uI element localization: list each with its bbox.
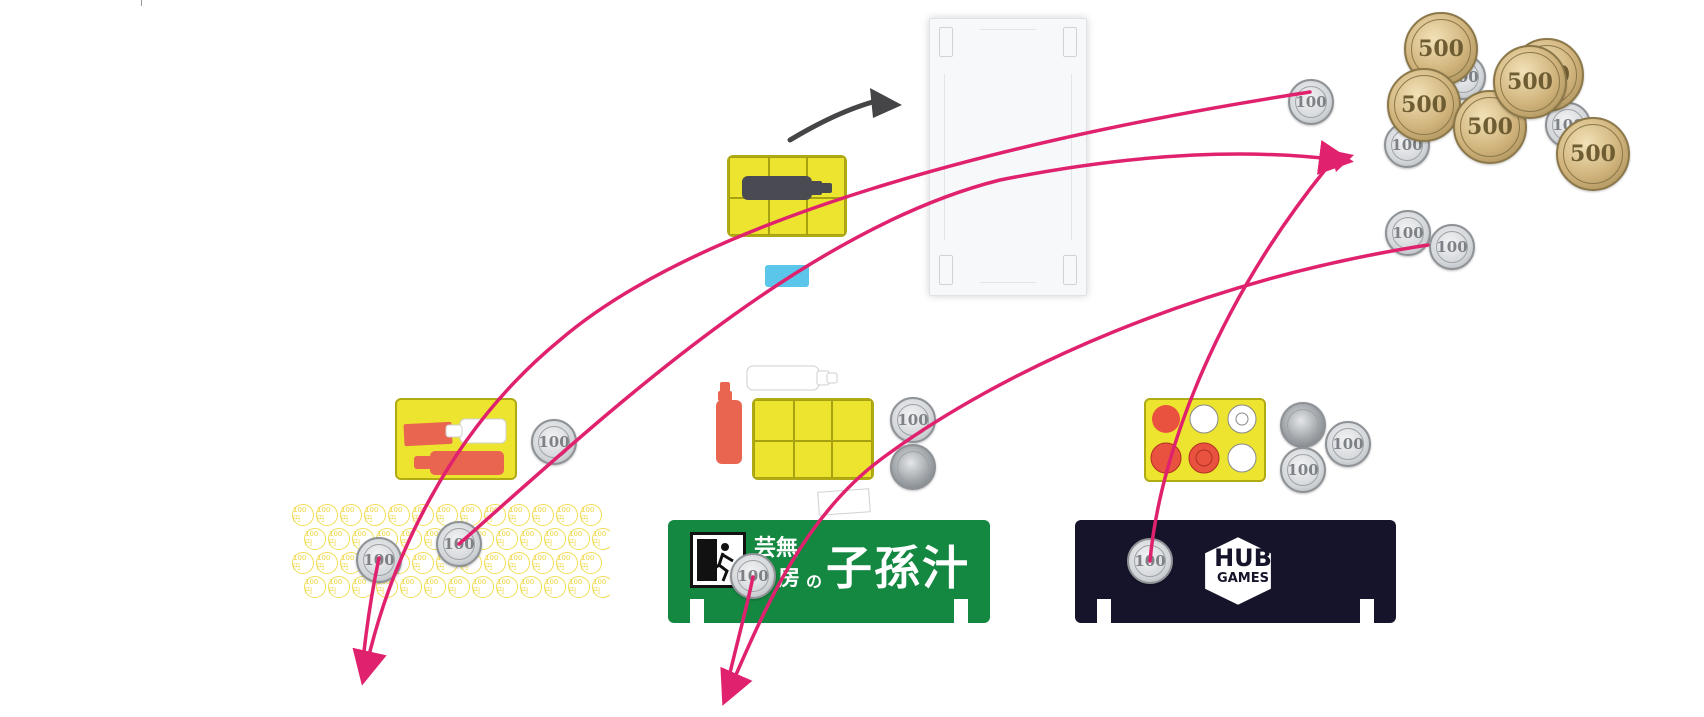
tray-cell [754,400,794,441]
pattern-coin: 100円 [556,552,578,574]
pattern-coin: 100円 [532,552,554,574]
red-bottle-standing-icon[interactable] [713,380,745,466]
pattern-coin: 100円 [412,552,434,574]
five-hundred-yen-coin[interactable]: 500 [1493,45,1567,119]
pattern-coin: 100円 [316,504,338,526]
pattern-coin: 100円 [424,576,446,598]
pattern-coin: 100円 [364,504,386,526]
hundred-yen-coin[interactable]: 100 [1288,79,1334,125]
pattern-coin: 100円 [496,528,518,550]
pattern-coin: 100円 [316,552,338,574]
white-bottle-icon[interactable] [745,363,840,393]
card-line [980,29,1036,30]
red-token[interactable] [1150,442,1182,474]
pattern-coin: 100円 [328,528,350,550]
hundred-yen-coin[interactable]: 100 [730,553,776,599]
gray-arrow [787,88,902,143]
pattern-coin: 100円 [556,504,578,526]
pattern-coin: 100円 [292,504,314,526]
hundred-yen-coin[interactable]: 100 [531,419,577,465]
hundred-yen-coin[interactable]: 100 [1325,421,1371,467]
hub-games-text: HUB GAMES [1198,546,1288,585]
pattern-coin: 100円 [592,576,610,598]
pattern-coin: 100円 [340,504,362,526]
hub-logo-word: HUB [1214,544,1272,572]
hundred-yen-coin[interactable]: 100 [1429,224,1475,270]
publisher-particle: の [806,572,823,591]
red-ring-token[interactable] [1188,442,1220,474]
banner-notch [1097,599,1111,623]
pattern-coin: 100円 [520,528,542,550]
dark-bottle-icon[interactable] [740,170,840,206]
pattern-coin: 100円 [400,528,422,550]
hundred-yen-coin[interactable]: 100 [890,397,936,443]
pattern-coin: 100円 [544,528,566,550]
card-line [1071,74,1072,240]
card-corner-mark [939,27,953,57]
card-corner-mark [939,255,953,285]
banner-notch [1360,599,1374,623]
tray-cell [832,441,872,478]
pattern-coin: 100円 [520,576,542,598]
middle-tray[interactable] [752,398,874,480]
tray-cell [794,400,832,441]
pattern-coin: 100円 [328,576,350,598]
pattern-coin: 100円 [496,576,518,598]
white-chip[interactable] [817,488,871,516]
pattern-coin: 100円 [400,576,422,598]
corner-tick [141,0,142,6]
pattern-coin: 100円 [568,576,590,598]
pattern-coin: 100円 [304,528,326,550]
pattern-coin: 100円 [292,552,314,574]
hundred-yen-coin[interactable]: 100 [436,521,482,567]
hundred-yen-coin-reverse[interactable] [890,444,936,490]
hundred-yen-coin-reverse[interactable] [1280,402,1326,448]
tray-cell [832,400,872,441]
green-publisher-banner: 芸無 房 の 子孫汁 [668,520,990,623]
hundred-yen-coin[interactable]: 100 [1127,538,1173,584]
card-line [944,74,945,240]
hundred-yen-coin[interactable]: 100 [1280,447,1326,493]
pattern-coin: 100円 [544,576,566,598]
white-bottle-icon[interactable] [445,418,507,444]
red-bottle-lying-icon[interactable] [414,451,504,475]
pattern-coin: 100円 [472,576,494,598]
pattern-coin: 100円 [508,552,530,574]
hundred-yen-coin[interactable]: 100 [356,537,402,583]
pattern-coin: 100円 [388,504,410,526]
pattern-coin: 100円 [508,504,530,526]
left-tray-pieces [403,418,507,475]
red-piece[interactable] [403,421,453,447]
white-ring-token[interactable] [1227,404,1257,434]
pattern-coin: 100円 [580,504,602,526]
banner-notch [954,599,968,623]
blue-chip[interactable] [765,265,809,287]
banner-notch [690,599,704,623]
card-corner-mark [1063,27,1077,57]
pattern-coin: 100円 [580,552,602,574]
five-hundred-yen-coin[interactable]: 500 [1556,117,1630,191]
pattern-coin: 100円 [304,576,326,598]
pattern-coin: 100円 [484,552,506,574]
games-logo-word: GAMES [1217,571,1269,586]
pattern-coin: 100円 [532,504,554,526]
five-hundred-yen-coin[interactable]: 500 [1387,68,1461,142]
pattern-coin: 100円 [412,504,434,526]
top-card[interactable] [929,18,1087,296]
game-title: 子孫汁 [826,541,970,595]
white-token[interactable] [1189,404,1219,434]
pattern-coin: 100円 [592,528,610,550]
tray-cell [794,441,832,478]
red-token[interactable] [1152,405,1180,433]
white-token[interactable] [1227,443,1257,473]
right-tray-pieces [1150,404,1257,474]
pattern-coin: 100円 [484,504,506,526]
pattern-coin: 100円 [568,528,590,550]
pattern-coin: 100円 [448,576,470,598]
card-line [980,282,1036,283]
tray-cell [754,441,794,478]
hundred-yen-coin[interactable]: 100 [1385,210,1431,256]
card-corner-mark [1063,255,1077,285]
publisher-label-bottom: 房 [778,565,801,591]
